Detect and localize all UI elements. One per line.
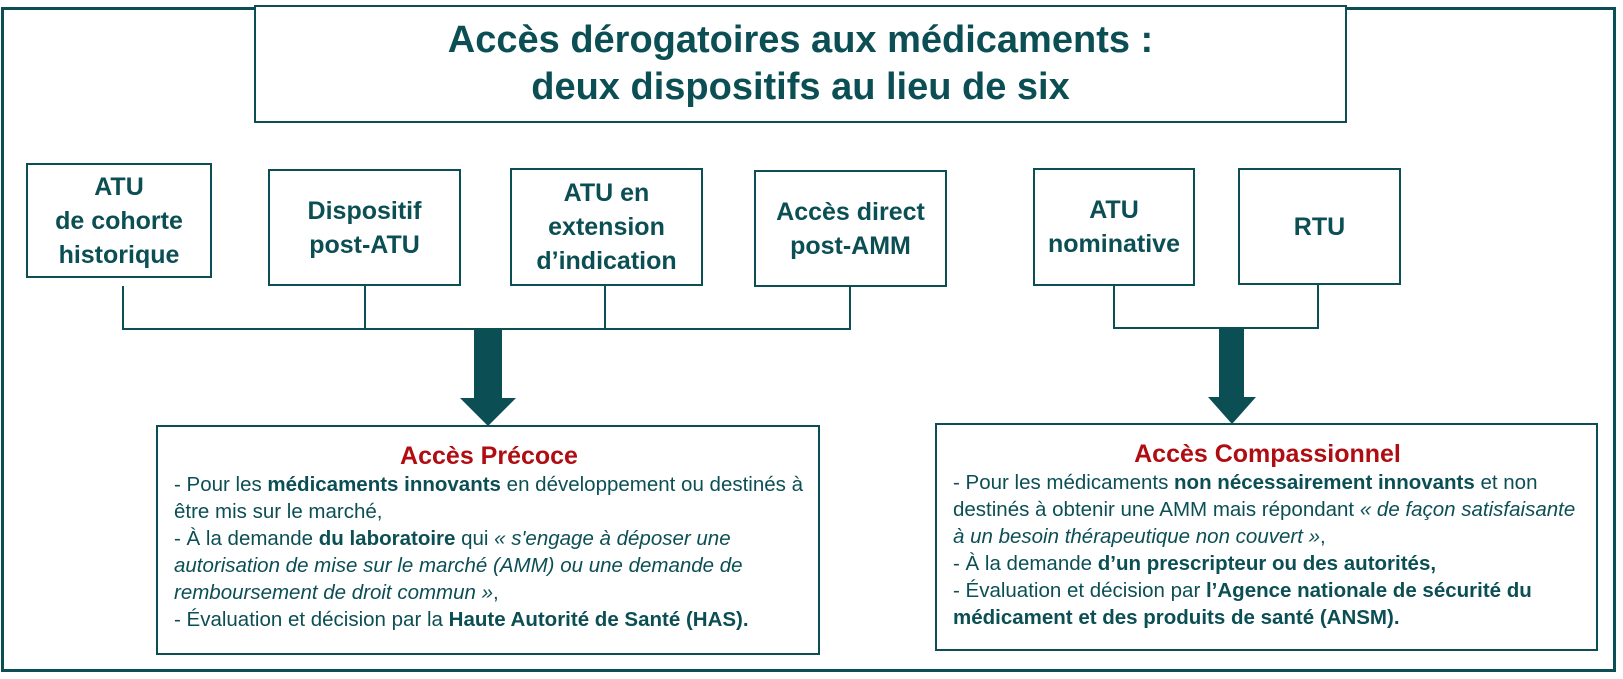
acces-compassionnel-bullet-3: - Évaluation et décision par l’Agence na…	[953, 577, 1582, 631]
acces-precoce-bullet-2: - À la demande du laboratoire qui « s'en…	[174, 525, 804, 606]
acces-precoce-bullet-1: - Pour les médicaments innovants en déve…	[174, 471, 804, 525]
connector-line	[1317, 285, 1319, 329]
scheme-label: Accès direct post-AMM	[776, 197, 925, 260]
text-bold: l’Agence nationale de sécurité du médica…	[953, 579, 1532, 629]
text-italic-quote: « s'engage à déposer une autorisation de…	[174, 527, 743, 604]
acces-compassionnel-box: Accès Compassionnel - Pour les médicamen…	[935, 423, 1598, 651]
connector-line	[1113, 286, 1115, 329]
acces-compassionnel-title: Accès Compassionnel	[1134, 440, 1401, 468]
diagram-title: Accès dérogatoires aux médicaments : deu…	[254, 5, 1347, 123]
text-bold: du laboratoire	[318, 527, 456, 550]
scheme-rtu: RTU	[1238, 168, 1401, 285]
scheme-atu-extension-indication: ATU en extension d’indication	[510, 168, 703, 286]
scheme-label: RTU	[1293, 212, 1346, 241]
connector-line	[604, 286, 606, 330]
text: ,	[1320, 525, 1326, 548]
acces-precoce-box: Accès Précoce - Pour les médicaments inn…	[156, 425, 820, 655]
text-bold: médicaments innovants	[267, 473, 501, 496]
text-bold: d’un prescripteur ou des autorités,	[1097, 552, 1437, 575]
text: - Évaluation et décision par la	[174, 608, 449, 631]
connector-line	[849, 286, 851, 330]
down-arrow-icon	[1208, 328, 1256, 424]
text-bold: non nécessairement innovants	[1174, 471, 1475, 494]
text: qui	[455, 527, 495, 550]
text: et non destinés à obtenir une AMM mais r…	[953, 471, 1538, 521]
connector-bar-right	[1113, 327, 1319, 329]
scheme-atu-nominative: ATU nominative	[1033, 168, 1195, 286]
text: - Pour les médicaments	[953, 471, 1175, 494]
down-arrow-icon	[460, 330, 516, 426]
scheme-label: ATU en extension d’indication	[536, 179, 677, 275]
text-bold: Haute Autorité de Santé (HAS).	[448, 608, 749, 631]
text-italic-quote: « de façon satisfaisante à un besoin thé…	[953, 498, 1576, 548]
connector-line	[122, 286, 124, 330]
text: - À la demande	[174, 527, 319, 550]
title-line-1: Accès dérogatoires aux médicaments :	[447, 19, 1154, 61]
acces-compassionnel-bullet-2: - À la demande d’un prescripteur ou des …	[953, 550, 1582, 577]
scheme-label: ATU nominative	[1048, 196, 1180, 258]
acces-precoce-title: Accès Précoce	[400, 442, 578, 470]
acces-compassionnel-bullet-1: - Pour les médicaments non nécessairemen…	[953, 469, 1582, 550]
text: - Pour les	[174, 473, 268, 496]
connector-bar-left	[122, 328, 851, 330]
text: ,	[493, 581, 499, 604]
title-line-2: deux dispositifs au lieu de six	[531, 66, 1070, 108]
connector-line	[364, 286, 366, 330]
scheme-dispositif-post-atu: Dispositif post-ATU	[268, 169, 461, 286]
scheme-label: Dispositif post-ATU	[307, 196, 422, 259]
scheme-atu-cohorte-historique: ATU de cohorte historique	[26, 163, 212, 278]
text: - Évaluation et décision par	[953, 579, 1206, 602]
scheme-acces-direct-post-amm: Accès direct post-AMM	[754, 170, 947, 287]
scheme-label: ATU de cohorte historique	[55, 172, 183, 269]
text: - À la demande	[953, 552, 1098, 575]
acces-precoce-bullet-3: - Évaluation et décision par la Haute Au…	[174, 606, 804, 633]
text: en développement ou destinés à être mis …	[174, 473, 803, 523]
